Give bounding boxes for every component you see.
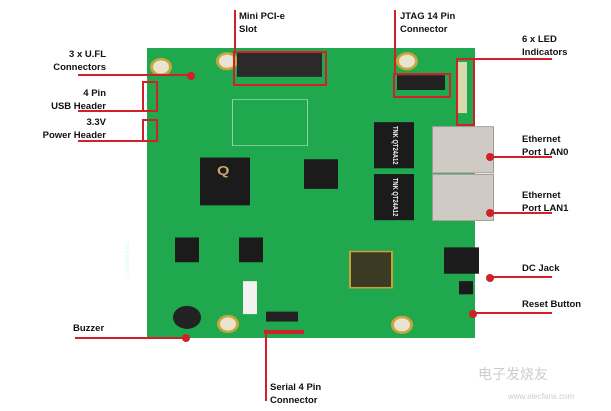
mounting-hole <box>217 314 239 334</box>
jtag-box <box>393 73 451 99</box>
ethernet-port-lan1 <box>432 174 494 222</box>
mini-pcie-slot <box>237 52 322 77</box>
magnetics-lan0: TNK QT24A12 <box>374 122 414 169</box>
label-dc-jack: DC Jack <box>522 263 560 275</box>
mounting-hole <box>396 52 418 71</box>
dc-jack <box>444 247 479 274</box>
silk-placeholder <box>129 143 149 159</box>
barcode-label <box>243 281 257 315</box>
buzzer <box>173 305 201 329</box>
watermark-brand: 电子发烧友 <box>478 366 548 382</box>
mounting-hole <box>216 52 238 71</box>
ram-chip <box>239 237 263 263</box>
soc-chip: Q <box>200 157 250 206</box>
mounting-hole <box>150 57 172 77</box>
label-buzzer: Buzzer <box>73 322 105 334</box>
led-box <box>456 57 475 126</box>
magnetics-marking: TNK QT24A12 <box>391 177 398 217</box>
power-module <box>349 250 393 289</box>
jtag-header <box>397 75 445 91</box>
unused <box>264 329 304 334</box>
reset-button <box>459 281 473 295</box>
magnetics-marking: TNK QT24A12 <box>391 125 398 165</box>
switch-chip <box>304 159 338 189</box>
mini-pcie-box <box>233 50 327 87</box>
power-header-box <box>142 118 158 143</box>
usb-header-box <box>142 81 158 113</box>
serial-header <box>266 311 298 322</box>
silk-text: C-558JPW 6A05 <box>125 241 131 279</box>
ethernet-port-lan0 <box>432 126 494 174</box>
watermark-url: www.elecfans.com <box>508 392 575 401</box>
label-reset: Reset Button <box>522 299 582 311</box>
magnetics-lan1: TNK QT24A12 <box>374 174 414 221</box>
rf-area <box>232 99 308 147</box>
mounting-hole <box>391 315 413 334</box>
led-column <box>457 62 467 114</box>
ram-chip <box>175 237 199 263</box>
pcb-board: Q TNK QT24A12 TNK QT24A12 C-558JPW 6A05 <box>125 48 494 338</box>
